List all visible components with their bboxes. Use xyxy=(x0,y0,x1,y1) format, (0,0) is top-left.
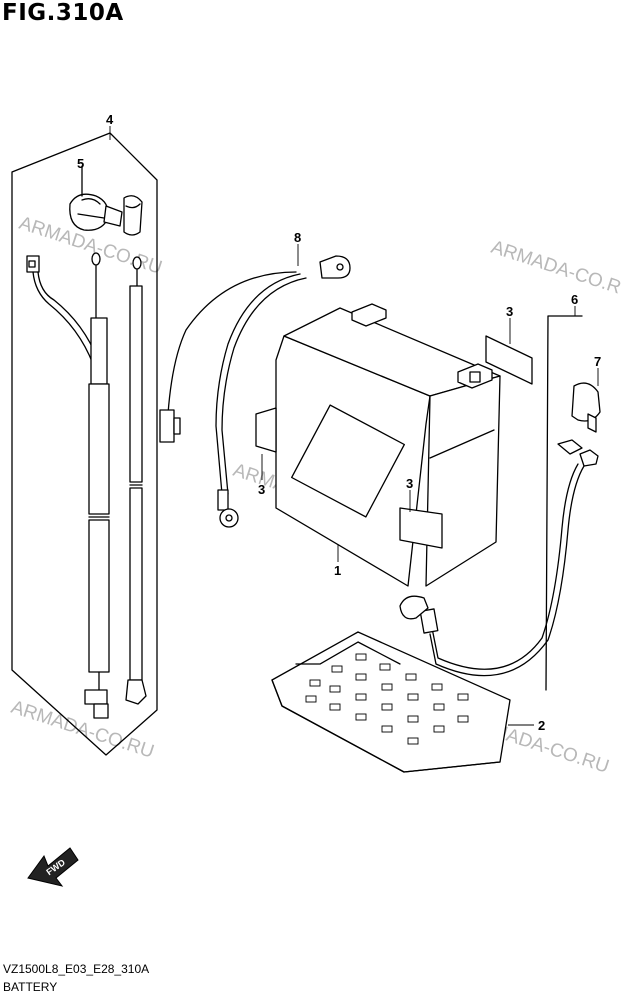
fwd-arrow: FWD xyxy=(27,847,79,887)
callouts: 4 5 8 3 6 7 3 3 1 2 xyxy=(77,112,601,733)
part-3-tape-2 xyxy=(255,407,277,453)
part-6-terminal-bottom xyxy=(399,595,429,620)
callout-5: 5 xyxy=(77,156,84,171)
part-4-tube-upper xyxy=(90,317,108,385)
figure-code: VZ1500L8_E03_E28_310A xyxy=(3,962,150,976)
callout-2: 2 xyxy=(538,718,545,733)
part-4-cable-right-lower xyxy=(129,487,143,681)
part-4-tube-lower xyxy=(88,519,110,673)
part-2-battery-tray xyxy=(271,631,511,773)
part-7-cap xyxy=(571,382,601,422)
part-4-tube-middle xyxy=(88,383,110,515)
part-3-tape-3 xyxy=(399,507,443,549)
part-4-connector-bottom xyxy=(84,689,108,705)
part-4-cable-right xyxy=(129,285,143,483)
callout-6: 6 xyxy=(571,292,578,307)
part-6-positive-cable xyxy=(399,315,601,691)
part-8-connector xyxy=(159,409,175,443)
figure-title: FIG.310A xyxy=(2,0,124,26)
tray-holes xyxy=(305,653,469,745)
part-3-tapes xyxy=(255,335,533,549)
battery-terminal-negative xyxy=(351,303,387,327)
callout-4: 4 xyxy=(106,112,114,127)
part-6-terminal-top xyxy=(557,439,583,455)
part-6-bracket xyxy=(545,315,583,691)
part-1-battery xyxy=(275,303,501,587)
callout-3-left: 3 xyxy=(258,482,265,497)
battery-side xyxy=(425,375,501,587)
battery-label xyxy=(291,404,405,518)
part-4-clip xyxy=(125,679,147,705)
part-5-terminal-cap xyxy=(69,165,123,231)
callout-8: 8 xyxy=(294,230,301,245)
callout-7: 7 xyxy=(594,354,601,369)
watermark-2: ARMADA-CO.RU xyxy=(488,237,621,303)
part-8-battery-cable xyxy=(159,255,351,528)
leader-lines xyxy=(81,126,599,726)
callout-1: 1 xyxy=(334,563,341,578)
part-3-tape-1 xyxy=(485,335,533,385)
part-8-ring-terminal xyxy=(219,508,239,528)
part-8-terminal xyxy=(319,255,351,279)
figure-caption: BATTERY xyxy=(3,980,58,994)
callout-3-top: 3 xyxy=(506,304,513,319)
callout-3-right: 3 xyxy=(406,476,413,491)
part-4-boot xyxy=(123,195,143,236)
part-4-lead-wire-set xyxy=(11,132,158,756)
